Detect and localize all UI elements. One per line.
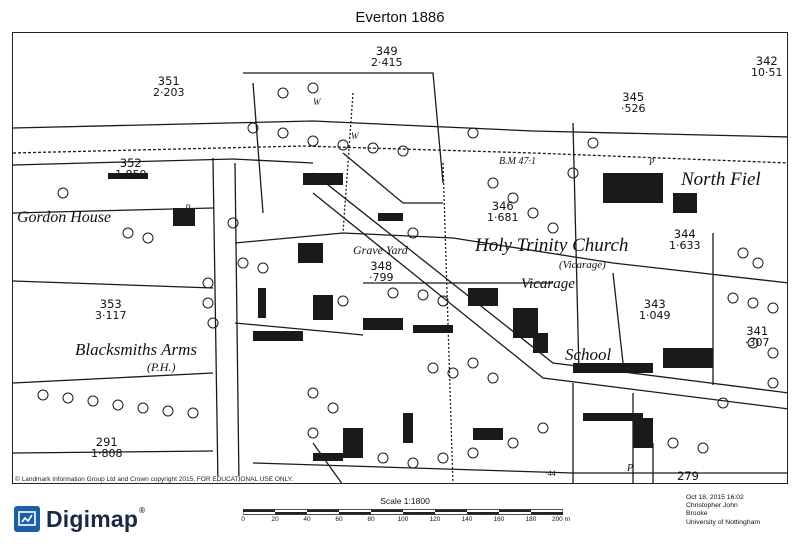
digimap-logo-icon xyxy=(14,506,40,532)
user-name-line-1: Christopher John xyxy=(686,502,738,510)
user-name-line-2: Brooke xyxy=(686,510,708,518)
label-gordon-house: Gordon House xyxy=(17,209,112,226)
label-p-2: P xyxy=(649,157,655,167)
print-date: Oct 18, 2015 16:02 xyxy=(686,494,744,501)
brand-name: Digimap xyxy=(46,505,139,532)
scale-tick: 180 xyxy=(525,516,537,523)
scale-tick: 120 xyxy=(429,516,441,523)
label-holy-trinity-church: Holy Trinity Church xyxy=(475,235,629,256)
parcel-348: 348·799 xyxy=(369,259,394,284)
map-info: Oct 18, 2015 16:02 Christopher John Broo… xyxy=(686,494,760,527)
scale-tick: 80 xyxy=(367,516,375,523)
parcel-279: 279 xyxy=(677,469,699,483)
label-north-field: North Fiel xyxy=(681,169,761,190)
scale-tick: 60 xyxy=(335,516,343,523)
label-school: School xyxy=(565,345,612,364)
label-p-3: P xyxy=(627,463,634,474)
digimap-logo[interactable]: Digimap® xyxy=(14,506,145,532)
scale-bar xyxy=(243,509,563,515)
label-vicarage-paren: (Vicarage) xyxy=(559,259,606,271)
label-benchmark: B.M 47·1 xyxy=(499,156,536,167)
scale-tick: 20 xyxy=(271,516,279,523)
scale-label: Scale 1:1800 xyxy=(380,496,430,506)
scale-tick: 0 xyxy=(241,516,245,523)
label-public-house: (P.H.) xyxy=(147,360,176,374)
map-linework xyxy=(13,72,787,483)
scale-tick: 40 xyxy=(303,516,311,523)
parcel-341: 341·307 xyxy=(745,324,770,349)
copyright-notice: © Landmark Information Group Ltd and Cro… xyxy=(13,476,296,483)
label-p-1: P xyxy=(185,203,191,213)
label-44: ·44 xyxy=(545,469,556,478)
scale-tick: 140 xyxy=(461,516,473,523)
organisation: University of Nottingham xyxy=(686,518,761,526)
label-vicarage: Vicarage xyxy=(521,276,575,292)
label-w-2: W xyxy=(351,131,359,141)
parcel-345: 345·526 xyxy=(621,90,646,115)
scale-tick: 200 m xyxy=(551,516,571,523)
map-title: Everton 1886 xyxy=(355,9,445,26)
label-blacksmiths-arms: Blacksmiths Arms xyxy=(75,340,197,359)
brand-mark: ® xyxy=(139,505,146,515)
scale-tick: 160 xyxy=(493,516,505,523)
label-w-1: W xyxy=(313,97,321,107)
label-grave-yard: Grave Yard xyxy=(353,243,408,257)
scale-tick: 100 xyxy=(397,516,409,523)
